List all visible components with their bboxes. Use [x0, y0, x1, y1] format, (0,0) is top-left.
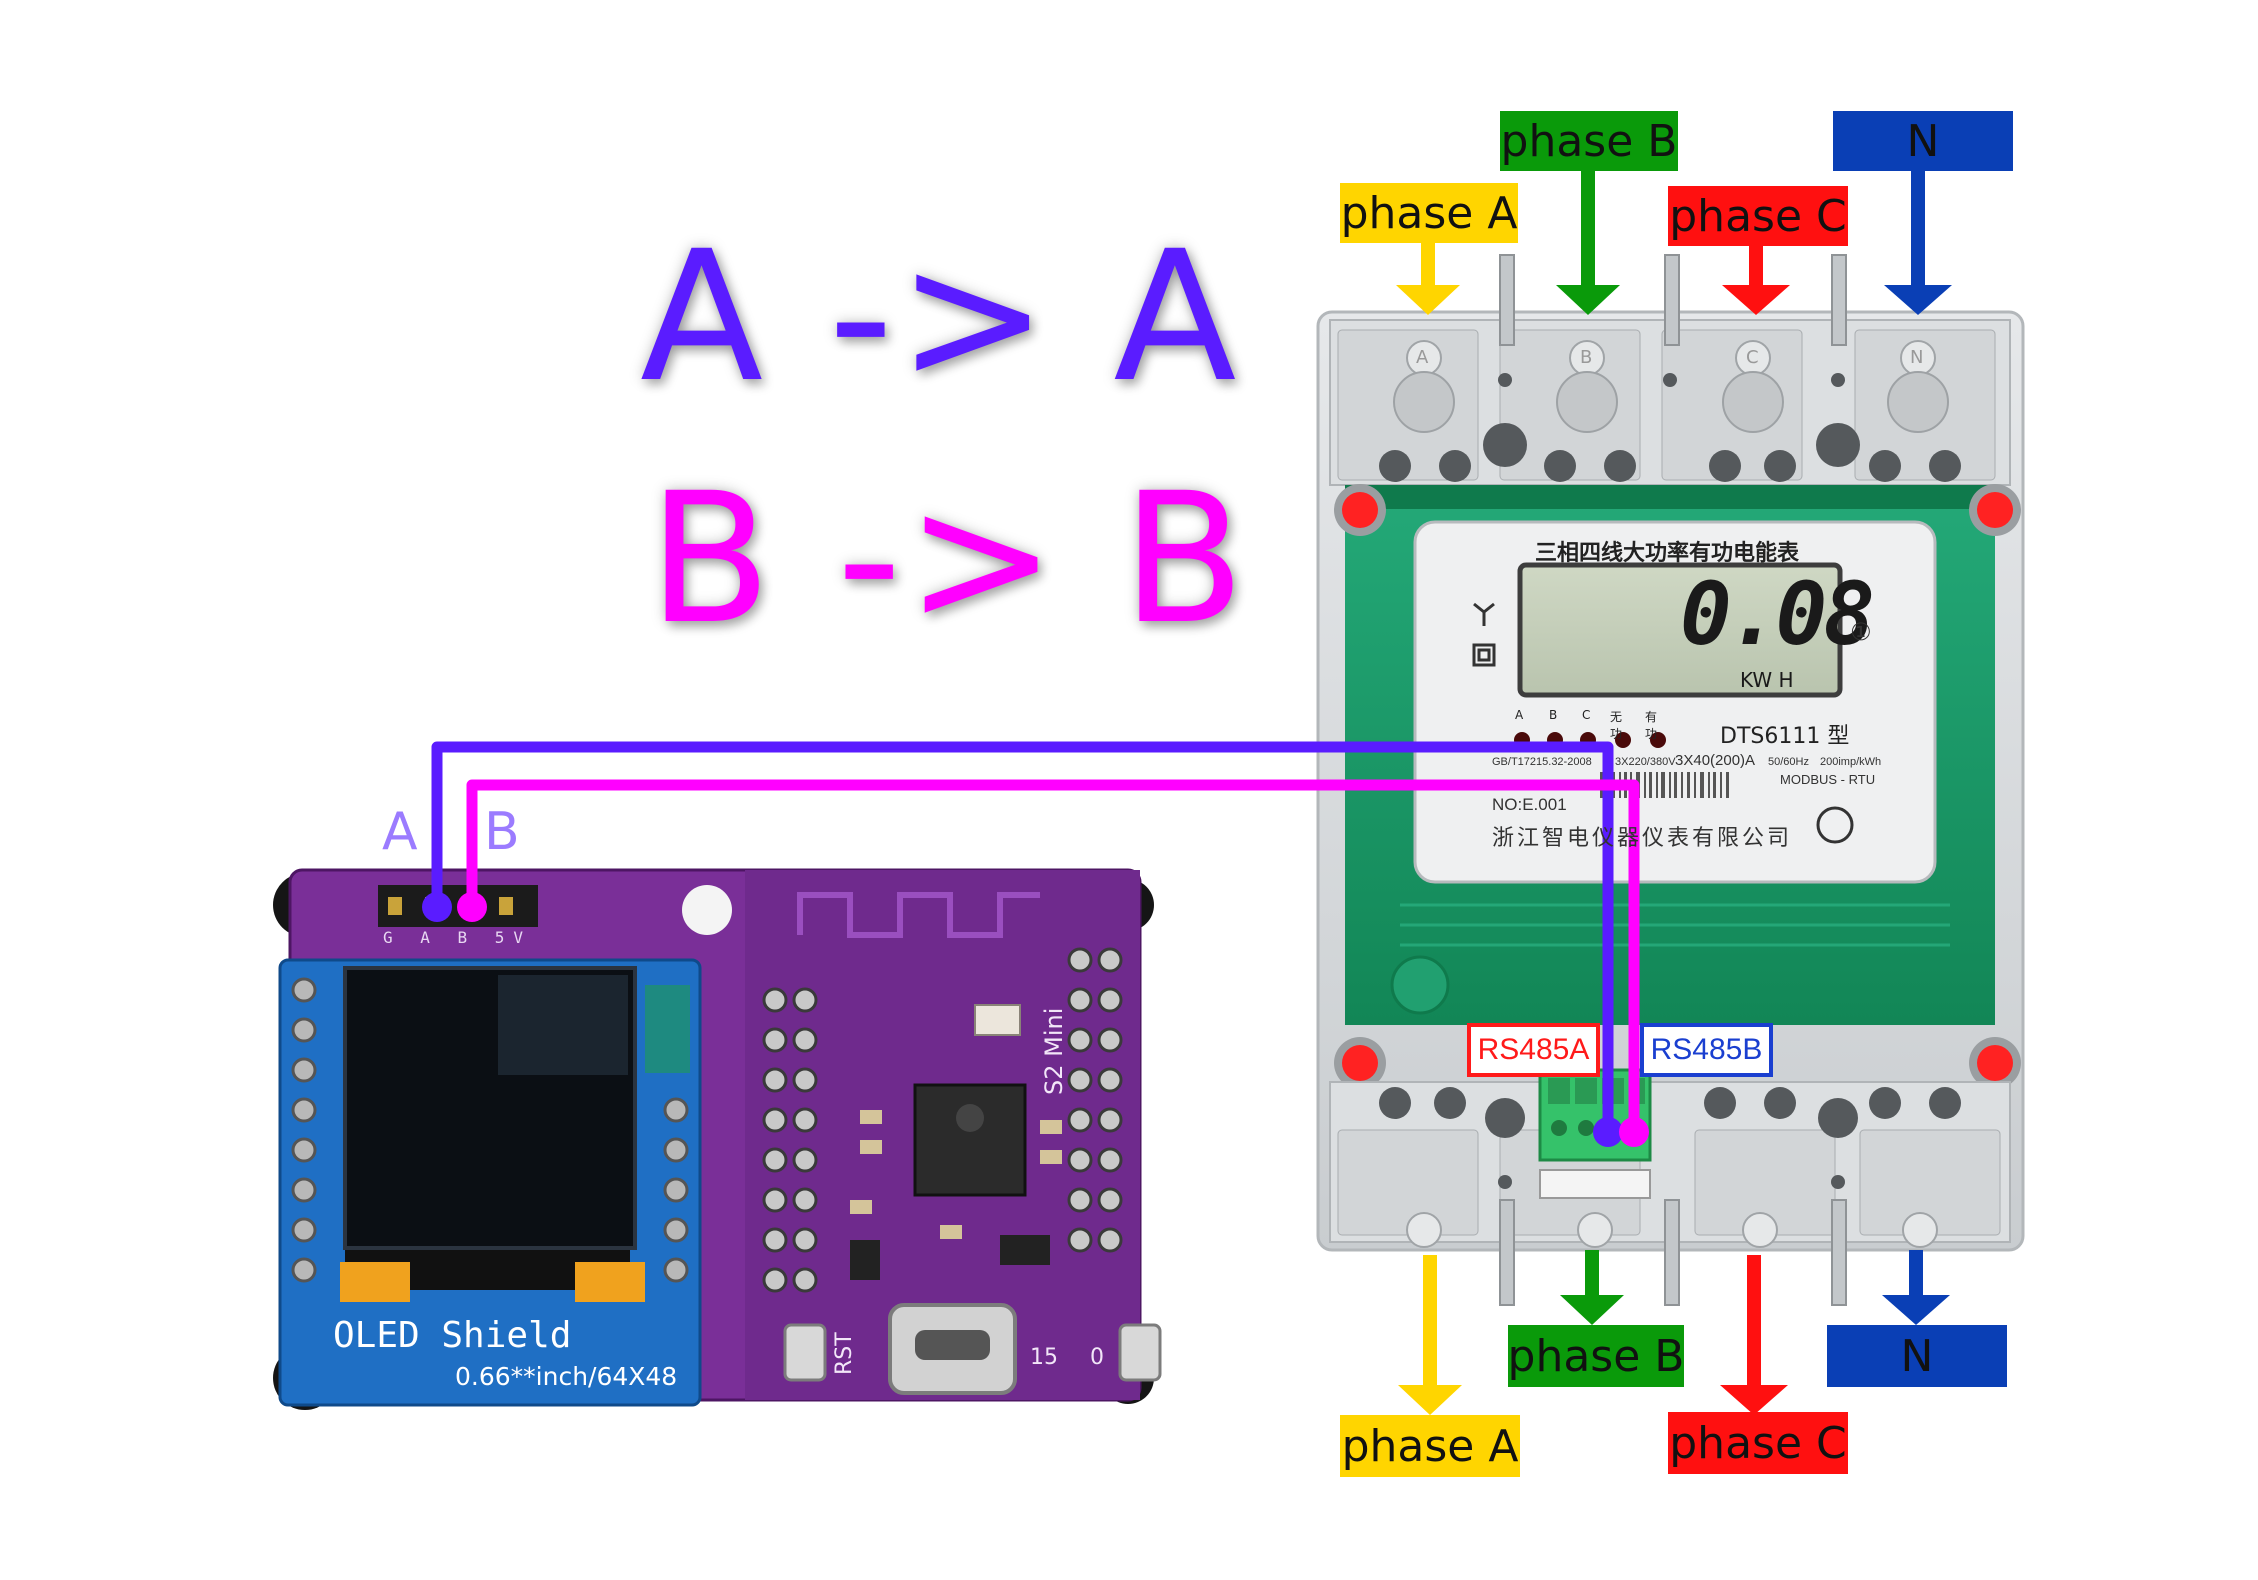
pin-label-a: A [382, 802, 418, 862]
gpio0-label: 0 [1090, 1345, 1104, 1370]
meter-frequency: 50/60Hz [1768, 756, 1809, 768]
meter-impulse: 200imp/kWh [1820, 756, 1882, 768]
meter-protocol: MODBUS - RTU [1780, 772, 1876, 787]
meter-manufacturer: 浙江智电仪器仪表有限公司 [1492, 826, 1793, 851]
s2-mini-pin-headers [762, 947, 1123, 1293]
indicator-label: B [1549, 708, 1558, 722]
mapping-a-to-a: A -> A [640, 213, 1241, 422]
header-silkscreen: G A B 5V [383, 928, 533, 947]
ir-port [1816, 806, 1854, 844]
oled-size-label: 0.66**inch/64X48 [455, 1362, 678, 1391]
rst-button[interactable] [783, 1323, 827, 1382]
label-top-phase-c: phase C [1668, 186, 1848, 246]
meter-serial: NO:E.001 [1492, 795, 1567, 814]
oled-label: OLED Shield [333, 1315, 572, 1356]
terminal-mark-top-b: B [1580, 347, 1593, 368]
esp32-s2-chip [913, 1083, 1027, 1197]
label-top-n: N [1833, 111, 2013, 171]
terminal-mark-top-c: C [1746, 347, 1759, 368]
meter-voltage: 3X220/380V [1615, 756, 1676, 768]
top-terminal-block [1337, 329, 1996, 481]
s2-mini-label: S2 Mini [1040, 1007, 1068, 1095]
indicator-label: A [1515, 708, 1524, 722]
meter-title: 三相四线大功率有功电能表 [1535, 541, 1800, 566]
meter-standard: GB/T17215.32-2008 [1492, 756, 1592, 768]
meter-current: 3X40(200)A [1675, 752, 1756, 769]
label-top-phase-b: phase B [1500, 111, 1678, 171]
indicator-label: C [1582, 708, 1591, 722]
label-bottom-phase-b: phase B [1508, 1325, 1684, 1387]
label-top-phase-a: phase A [1340, 183, 1518, 243]
mapping-b-to-b: B -> B [648, 455, 1250, 664]
indicator-label: 有功 [1645, 710, 1658, 741]
label-bottom-n: N [1827, 1325, 2007, 1387]
pin-label-b: B [484, 802, 520, 862]
wire-b [457, 779, 1649, 1147]
red-screws [1334, 484, 2021, 1089]
rs485a-label: RS485A [1467, 1023, 1600, 1077]
gpio0-button[interactable] [1118, 1323, 1162, 1382]
terminal-mark-top-a: A [1416, 347, 1429, 368]
meter-model: DTS6111 型 [1720, 724, 1850, 749]
antenna-trace [797, 892, 1040, 938]
indicator-label: 无功 [1610, 710, 1623, 741]
meter-class-mark: ① [1850, 618, 1872, 646]
meter-reading: 0.08 [1680, 565, 1875, 665]
rst-label: RST [832, 1332, 857, 1375]
label-bottom-phase-a: phase A [1340, 1415, 1520, 1477]
energy-meter [1316, 254, 2025, 1306]
rs485b-label: RS485B [1640, 1023, 1773, 1077]
mcu-board-assembly [273, 868, 1162, 1410]
label-bottom-phase-c: phase C [1668, 1412, 1848, 1474]
phase-arrows [1396, 170, 1952, 1415]
gpio15-label: 15 [1030, 1345, 1058, 1370]
meter-unit: KW H [1740, 668, 1794, 692]
wire-a [422, 741, 1623, 1147]
phase-symbol-icon [1472, 602, 1496, 667]
terminal-mark-top-n: N [1910, 347, 1924, 368]
